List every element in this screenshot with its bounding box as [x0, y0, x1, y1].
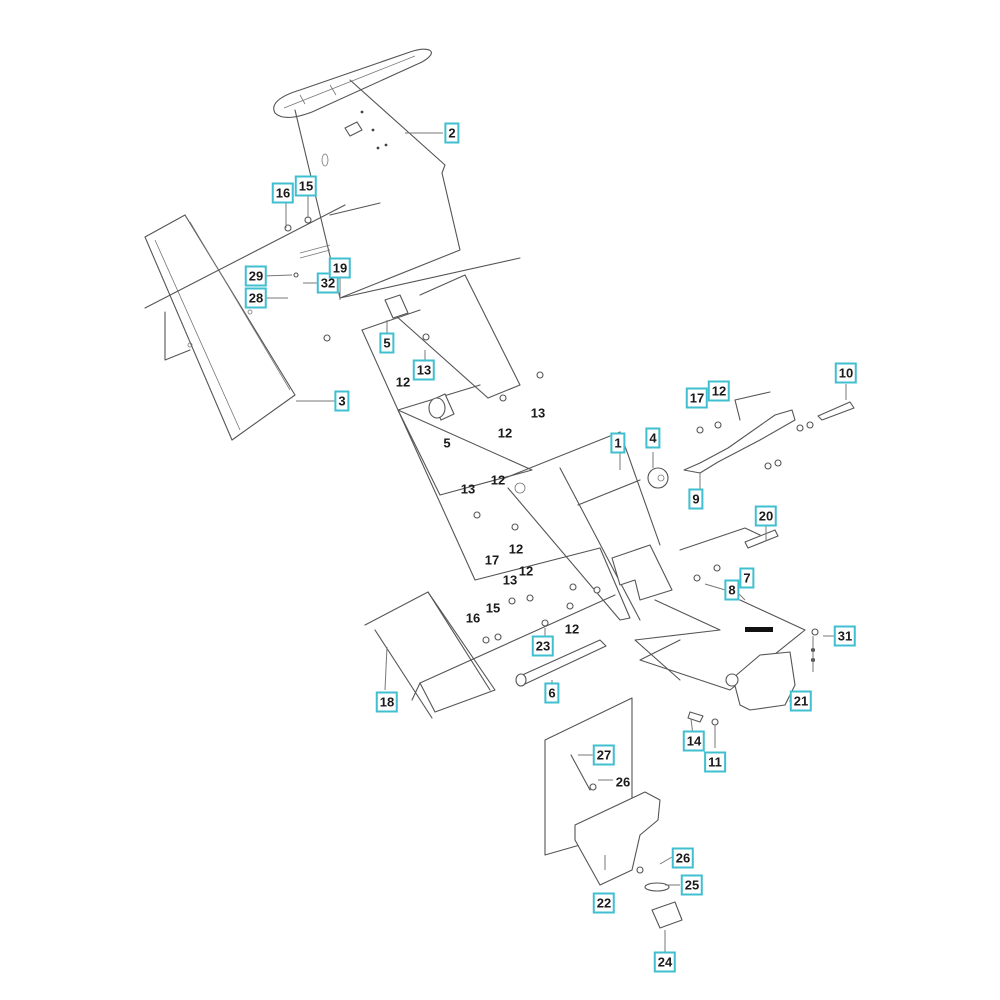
part-callout-28[interactable]: 28: [244, 287, 268, 309]
part-callout-12: 12: [490, 472, 506, 488]
main-frame: [397, 409, 661, 621]
part-callout-19[interactable]: 19: [328, 257, 352, 279]
part-callout-12: 12: [395, 374, 411, 390]
leader-lines: [262, 132, 847, 952]
part-callout-31[interactable]: 31: [833, 625, 857, 647]
part-callout-24[interactable]: 24: [653, 951, 677, 973]
part-callout-13[interactable]: 13: [412, 359, 436, 381]
part-callout-1[interactable]: 1: [610, 432, 626, 454]
part-callout-5[interactable]: 5: [379, 332, 395, 354]
part-callout-22[interactable]: 22: [592, 892, 616, 914]
part-callout-17: 17: [484, 552, 500, 568]
knob-part: [647, 467, 669, 489]
part-callout-11[interactable]: 11: [704, 751, 726, 773]
side-panel: [144, 204, 346, 441]
part-callout-12: 12: [564, 621, 580, 637]
part-callout-18[interactable]: 18: [375, 691, 399, 713]
part-callout-23[interactable]: 23: [531, 635, 555, 657]
part-callout-4[interactable]: 4: [645, 427, 661, 449]
bracket-part: [611, 544, 806, 691]
part-callout-5: 5: [443, 435, 451, 451]
part-callout-13: 13: [530, 405, 546, 421]
part-callout-26: 26: [615, 774, 631, 790]
part-callout-15: 15: [485, 600, 501, 616]
part-callout-10[interactable]: 10: [834, 362, 858, 384]
part-callout-12[interactable]: 12: [707, 380, 731, 402]
roller-part: [397, 393, 533, 496]
column-housing: [339, 257, 521, 411]
fasteners: [284, 216, 601, 644]
part-callout-29[interactable]: 29: [244, 265, 268, 287]
part-callout-27[interactable]: 27: [592, 744, 616, 766]
dash-panel: [294, 79, 461, 299]
part-callout-12: 12: [497, 425, 513, 441]
part-callout-3[interactable]: 3: [334, 390, 350, 412]
part-callout-7[interactable]: 7: [739, 567, 755, 589]
tube-part: [515, 639, 607, 687]
part-callout-26[interactable]: 26: [671, 847, 695, 869]
part-callout-6[interactable]: 6: [544, 682, 560, 704]
part-callout-20[interactable]: 20: [754, 505, 778, 527]
part-callout-14[interactable]: 14: [682, 730, 706, 752]
bolt-parts: [687, 711, 719, 726]
part-callout-21[interactable]: 21: [789, 690, 813, 712]
part-callout-12: 12: [508, 541, 524, 557]
part-callout-17[interactable]: 17: [685, 387, 709, 409]
part-callout-25[interactable]: 25: [680, 874, 704, 896]
lever-part: [683, 391, 855, 474]
part-callout-9[interactable]: 9: [688, 488, 704, 510]
pin-part: [679, 527, 779, 551]
part-callout-15[interactable]: 15: [294, 175, 318, 197]
part-callout-16: 16: [465, 610, 481, 626]
part-callout-2[interactable]: 2: [444, 122, 460, 144]
part-callout-8[interactable]: 8: [724, 579, 740, 601]
part-callout-13: 13: [460, 481, 476, 497]
caster-bracket: [570, 754, 683, 929]
cover-part: [364, 591, 616, 719]
part-callout-13: 13: [502, 572, 518, 588]
part-callout-12: 12: [518, 563, 534, 579]
steering-wheel: [273, 48, 432, 118]
part-callout-16[interactable]: 16: [271, 182, 295, 204]
